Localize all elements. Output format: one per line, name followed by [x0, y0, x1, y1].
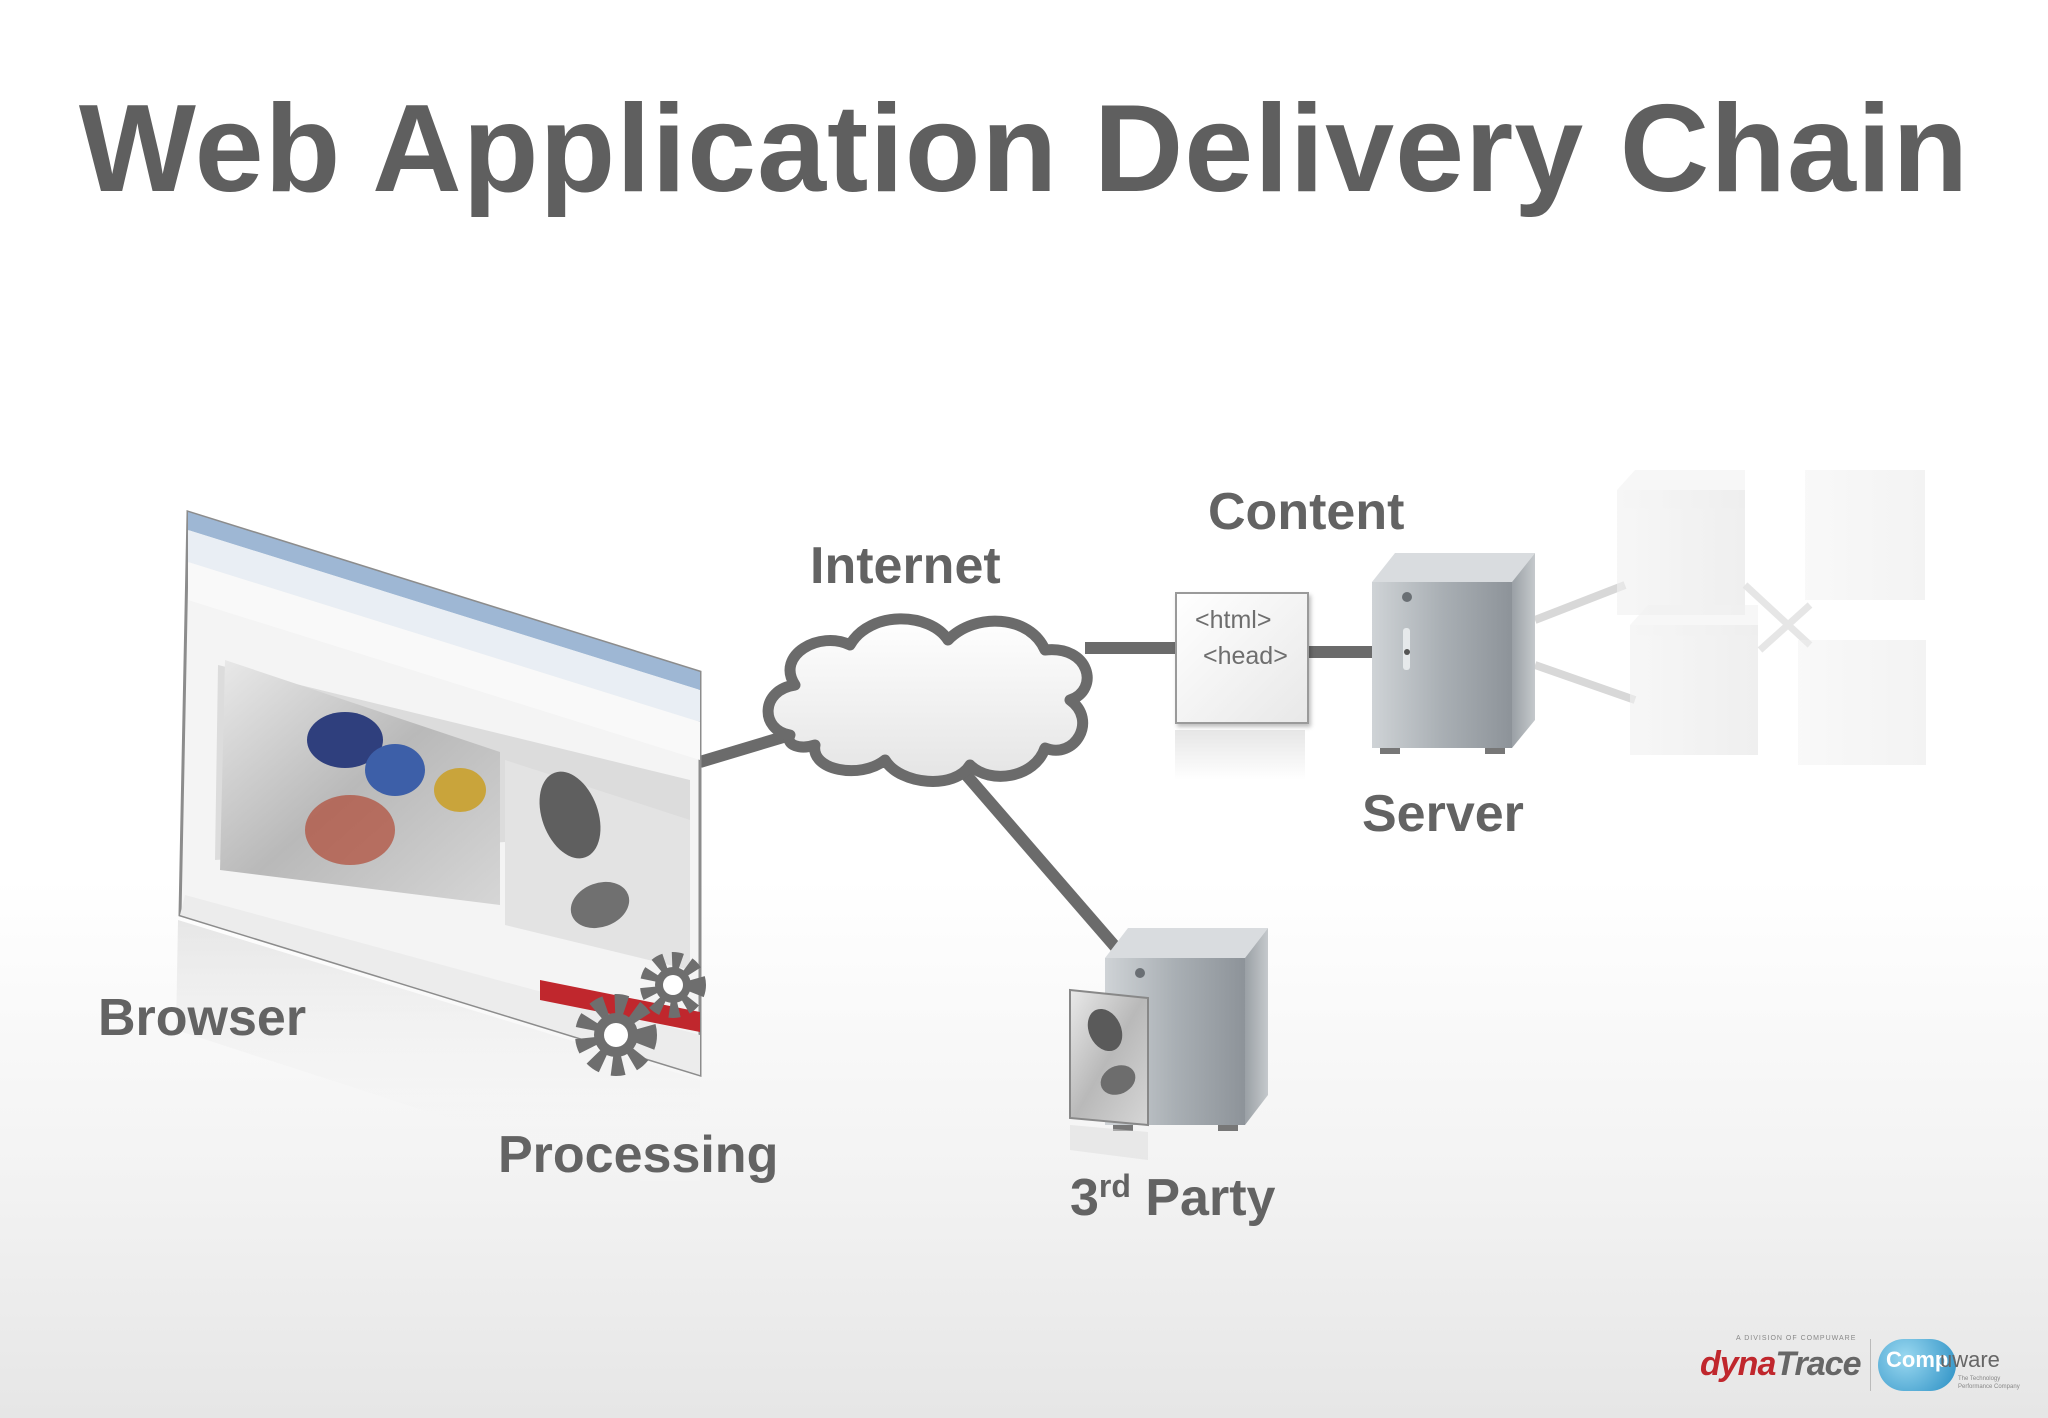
compuware-tagline: The Technology Performance Company: [1958, 1376, 2020, 1390]
browser-window: [176, 509, 702, 1200]
faded-server-links: [1533, 581, 1813, 704]
division-text: A DIVISION OF COMPUWARE: [1736, 1335, 1857, 1342]
internet-cloud-icon: [762, 613, 1093, 787]
html-tag-line: <html>: [1195, 606, 1272, 634]
processing-label: Processing: [498, 1126, 779, 1184]
dynatrace-logo-trace: Trace: [1775, 1345, 1861, 1383]
compuware-logo-badge: [1878, 1339, 1956, 1391]
compuware-logo-rest: uware: [1940, 1347, 2000, 1372]
compuware-logo-highlight: Comp: [1886, 1347, 1949, 1372]
dynatrace-logo: dynaTrace: [1700, 1345, 1861, 1384]
third-party-label: 3rd Party: [1070, 1168, 1275, 1228]
html-document-card: <html> <head>: [1175, 592, 1309, 724]
browser-label: Browser: [98, 989, 307, 1047]
footer-logos: A DIVISION OF COMPUWARE dynaTrace Comp u…: [1700, 1335, 2030, 1405]
gear-icon-large: [575, 994, 657, 1076]
slide-title: Web Application Delivery Chain: [78, 80, 1970, 218]
content-server-icon: [1372, 553, 1535, 754]
internet-label: Internet: [810, 537, 1001, 595]
content-label: Content: [1208, 483, 1405, 541]
html-card-reflection: [1175, 730, 1305, 780]
faded-server-4: [1798, 640, 1926, 765]
connectors: [698, 642, 1372, 962]
logo-separator: [1870, 1339, 1871, 1391]
third-party-suffix: rd: [1098, 1168, 1131, 1204]
gear-icon-small: [640, 952, 706, 1018]
third-party-word: Party: [1145, 1169, 1276, 1227]
head-tag-line: <head>: [1203, 642, 1288, 670]
faded-server-1: [1617, 470, 1745, 615]
third-party-number: 3: [1070, 1169, 1099, 1227]
faded-server-2: [1630, 605, 1758, 755]
third-party-content-thumbnail: [1069, 988, 1149, 1160]
faded-server-3: [1805, 470, 1925, 600]
server-label: Server: [1362, 785, 1524, 843]
dynatrace-logo-dyna: dyna: [1700, 1345, 1776, 1383]
